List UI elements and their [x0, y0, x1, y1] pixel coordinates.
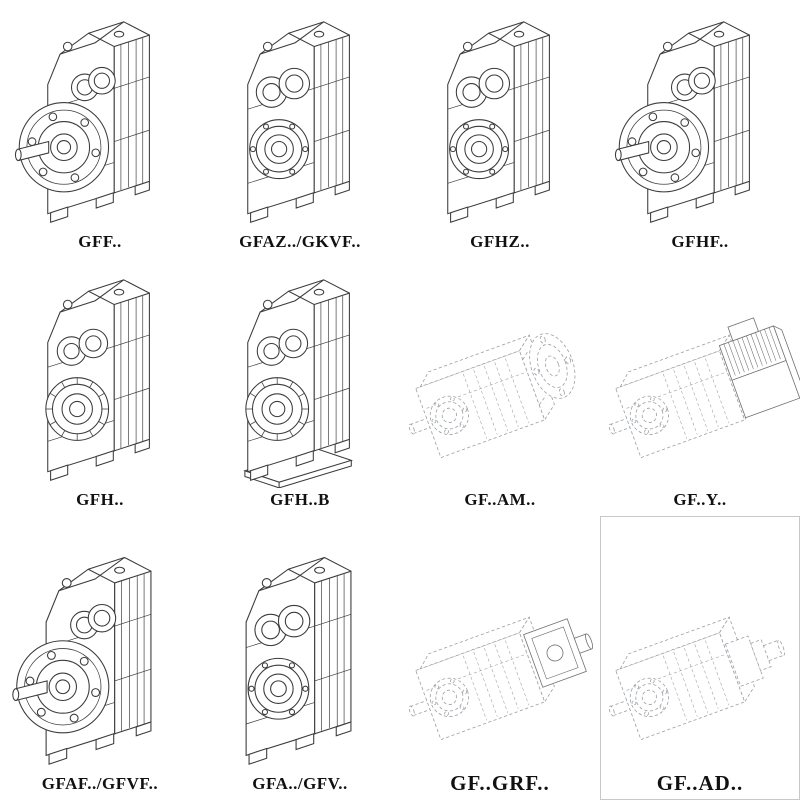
catalog-cell-gfhf: GFHF.. [600, 0, 800, 258]
gearbox-drawing-phantom-with-motor [600, 304, 800, 488]
gearbox-drawing-hollow-spline-base [205, 258, 395, 488]
gearbox-drawing-phantom-input-shaft [600, 586, 800, 770]
model-label: GFAZ../GKVF.. [239, 232, 361, 251]
gearbox-drawing-hollow-spline [5, 258, 195, 488]
gearbox-drawing-hollow-shaft [405, 0, 595, 230]
model-label: GF..AD.. [656, 771, 744, 795]
catalog-cell-gf-y: GF..Y.. [600, 258, 800, 516]
model-label: GFH..B [270, 490, 330, 509]
gearbox-drawing-phantom-input-flange [400, 304, 600, 488]
catalog-cell-gff: GFF.. [0, 0, 200, 258]
catalog-cell-gfhz: GFHZ.. [400, 0, 600, 258]
gearbox-drawing-shaft-mounted [205, 0, 395, 230]
catalog-cell-gfh-b: GFH..B [200, 258, 400, 516]
catalog-cell-gfaf-gfvf: GFAF../GFVF.. [0, 516, 200, 800]
model-label: GFAF../GFVF.. [41, 774, 159, 793]
model-label: GFF.. [78, 232, 122, 251]
model-label: GFH.. [76, 490, 124, 509]
model-label: GFHF.. [671, 232, 729, 251]
catalog-cell-gf-grf: GF..GRF.. [400, 516, 600, 800]
catalog-cell-gf-am: GF..AM.. [400, 258, 600, 516]
catalog-cell-gfaz-gkvf: GFAZ../GKVF.. [200, 0, 400, 258]
model-label: GF..AM.. [464, 490, 536, 509]
model-label: GF..Y.. [673, 490, 727, 509]
model-label: GF..GRF.. [450, 771, 550, 795]
gearbox-drawing-flange-output [605, 0, 795, 230]
catalog-cell-gfa-gfv: GFA../GFV.. [200, 516, 400, 800]
gearbox-drawing-flange-output [5, 0, 195, 230]
catalog-cell-gf-ad: GF..AD.. [600, 516, 800, 800]
gearbox-drawing-shaft-mounted [202, 532, 398, 772]
model-label: GFHZ.. [470, 232, 530, 251]
catalog-cell-gfh: GFH.. [0, 258, 200, 516]
gearbox-drawing-phantom-gear-adapter [400, 586, 600, 770]
model-label: GFA../GFV.. [252, 774, 348, 793]
gearbox-drawing-flange-output [2, 532, 198, 772]
